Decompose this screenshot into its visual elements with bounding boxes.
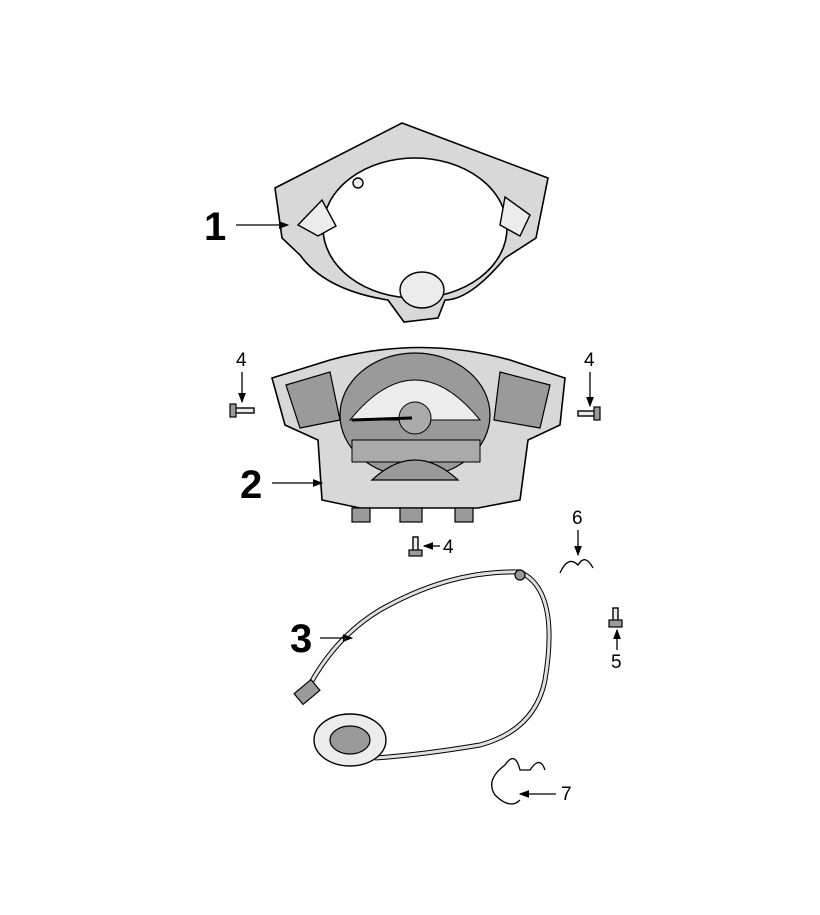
screw-5: [608, 607, 623, 628]
callout-4-bottom: 4: [443, 537, 454, 558]
instrument-cluster: [271, 346, 566, 523]
callout-7: 7: [561, 784, 572, 805]
callout-2: 2: [240, 463, 262, 507]
callout-1: 1: [204, 205, 226, 249]
callout-4-left: 4: [236, 350, 247, 371]
callout-5: 5: [611, 652, 622, 673]
callout-4-right: 4: [584, 350, 595, 371]
callout-3: 3: [290, 617, 312, 661]
screw-right: [577, 406, 601, 421]
callout-6: 6: [572, 508, 583, 529]
speedometer-cable: [293, 569, 552, 767]
screw-bottom: [408, 536, 423, 557]
screw-left: [229, 403, 255, 418]
instrument-cover: [274, 122, 549, 323]
wire-clip: [491, 758, 546, 805]
clip: [559, 559, 594, 574]
